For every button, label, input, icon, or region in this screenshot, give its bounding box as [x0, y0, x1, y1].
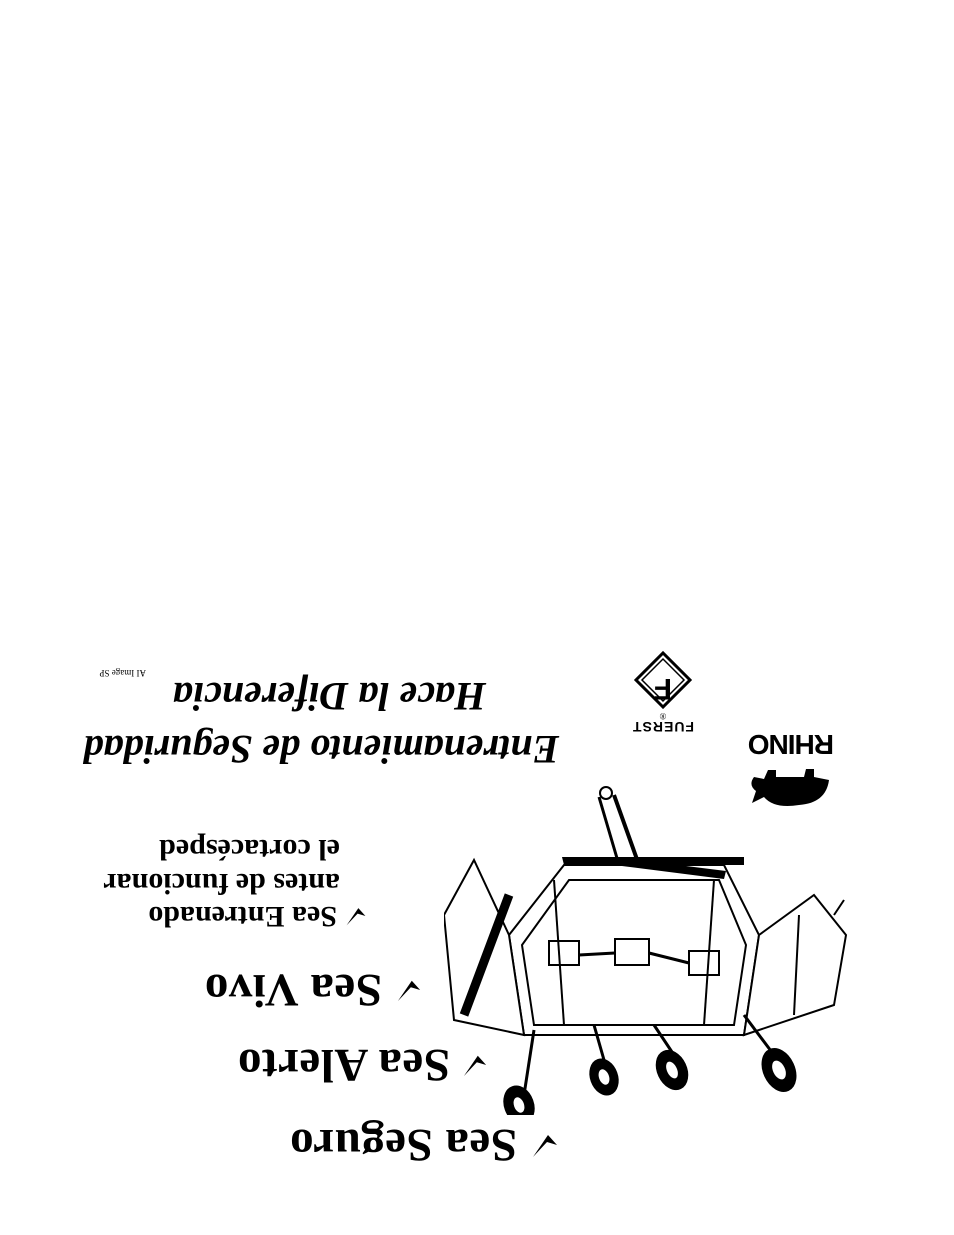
- check-mark-icon: [533, 1135, 557, 1157]
- check-mark-icon: [397, 980, 421, 1002]
- bullet-sea-seguro: Sea Seguro: [290, 1118, 559, 1172]
- footer-code: AI Image SP: [99, 668, 147, 678]
- fuerst-diamond-icon: [633, 650, 693, 710]
- trained-line-1: Sea Entrenado: [148, 900, 337, 933]
- trained-line-2: antes de funcionar: [103, 867, 340, 900]
- headline: Entrenamiento de Seguridad: [83, 727, 559, 772]
- batwing-mower-illustration: [444, 786, 848, 1115]
- trained-block: Sea Entrenado antes de funcionar el cort…: [103, 832, 367, 933]
- bullet-label: Sea Vivo: [204, 964, 382, 1016]
- check-mark-icon: [463, 1055, 487, 1077]
- rhino-logo: RHINO: [744, 728, 834, 815]
- fuerst-logo: FUERST ® F: [632, 646, 694, 735]
- bullet-label: Sea Seguro: [289, 1119, 517, 1171]
- check-mark-icon: [346, 908, 366, 926]
- bullet-sea-alerto: Sea Alerto: [237, 1038, 488, 1092]
- bullet-sea-entrenado: Sea Entrenado: [103, 899, 367, 933]
- rhino-wordmark: RHINO: [748, 729, 834, 760]
- fuerst-wordmark: FUERST: [632, 719, 694, 735]
- rhino-animal-icon: [751, 769, 829, 806]
- bullet-label: Sea Alerto: [237, 1039, 450, 1091]
- bullet-sea-vivo: Sea Vivo: [204, 963, 422, 1017]
- trained-line-3: el cortacésped: [159, 833, 340, 866]
- subheadline: Hace la Diferencia: [172, 674, 486, 719]
- fuerst-mark: F: [653, 672, 672, 705]
